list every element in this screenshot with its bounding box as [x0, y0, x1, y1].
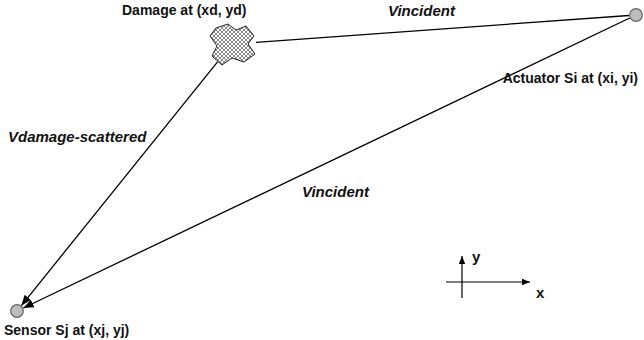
x-axis: [446, 281, 530, 282]
transducer-circle: [10, 304, 24, 318]
transducer-disc: [11, 305, 24, 318]
node-label: Damage at (xd, yd): [122, 2, 246, 18]
damage-region: Damage at (xd, yd): [208, 22, 256, 66]
axis-label: y: [472, 248, 480, 266]
wave-path: [256, 16, 629, 43]
axis-label: x: [536, 284, 544, 302]
node-label: Actuator Si at (xi, yi): [503, 70, 638, 86]
sensor-transducer: Sensor Sj at (xj, yj): [10, 304, 24, 318]
actuator-transducer: Actuator Si at (xi, yi): [629, 8, 643, 22]
damage-outline: [208, 22, 256, 66]
damage-hatch: [210, 24, 255, 65]
wave-label: Vincident: [302, 183, 369, 201]
wave-path: [23, 18, 629, 308]
wave-label: Vdamage-scattered: [8, 128, 146, 146]
wave-path: [21, 62, 217, 306]
y-axis: [461, 256, 462, 298]
wave-label: Vincident: [388, 2, 455, 20]
transducer-circle: [629, 8, 643, 22]
node-label: Sensor Sj at (xj, yj): [4, 322, 129, 338]
transducer-disc: [630, 9, 643, 22]
